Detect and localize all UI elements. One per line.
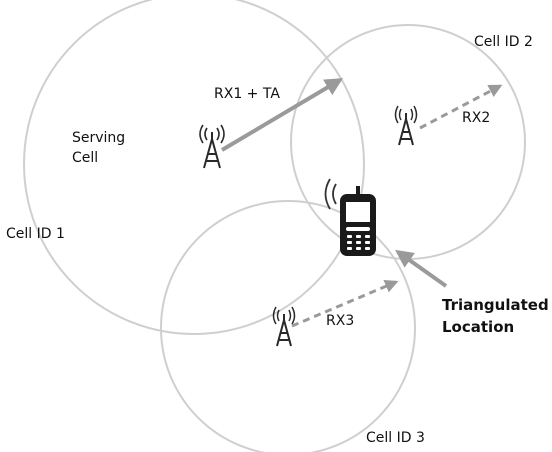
cell-3-coverage-circle bbox=[160, 200, 416, 452]
serving-cell-label-line2: Cell bbox=[72, 150, 99, 166]
rx2-arrow bbox=[419, 84, 503, 130]
phone-signal-waves bbox=[324, 178, 337, 210]
cell-id-1-label: Cell ID 1 bbox=[6, 226, 65, 242]
rx3-label: RX3 bbox=[326, 313, 355, 329]
cell-tower-icon bbox=[199, 124, 225, 169]
cell-tower-icon bbox=[394, 105, 418, 146]
triangulated-location-arrow bbox=[395, 249, 448, 288]
cell-id-2-label: Cell ID 2 bbox=[474, 34, 533, 50]
mobile-phone-icon bbox=[324, 178, 376, 256]
serving-cell-label-line1: Serving bbox=[72, 130, 126, 146]
cell-tower-icon bbox=[272, 306, 296, 347]
rx1-ta-arrow bbox=[220, 78, 344, 152]
cell-2-coverage-circle bbox=[290, 24, 526, 260]
rx1-ta-label: RX1 + TA bbox=[214, 86, 280, 102]
cell-id-3-label: Cell ID 3 bbox=[366, 430, 425, 446]
triangulated-location-label-line2: Location bbox=[442, 318, 515, 336]
rx2-label: RX2 bbox=[462, 110, 491, 126]
triangulated-location-label-line1: Triangulated bbox=[442, 296, 549, 314]
cell-1-coverage-circle bbox=[23, 0, 365, 335]
rx3-arrow bbox=[291, 279, 399, 328]
